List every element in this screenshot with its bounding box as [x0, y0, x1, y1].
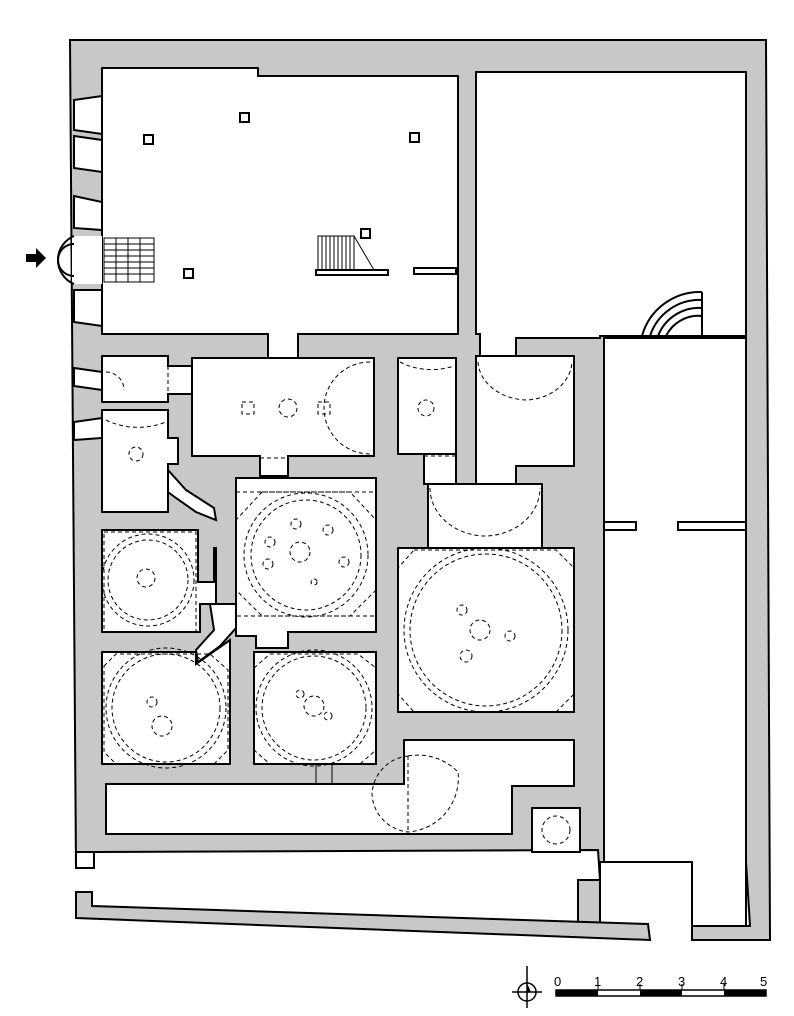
feature-square-1: [241, 401, 255, 415]
room-east-dome: [397, 547, 575, 713]
partition-stub-east-1: [603, 521, 637, 531]
corner-stub: [75, 851, 95, 869]
south-boundary-wall: [75, 891, 652, 942]
staircase-west: [103, 237, 155, 283]
entrance-arrow: [26, 248, 46, 268]
basin-small-3: [541, 815, 571, 845]
dome-southwest: [103, 647, 229, 769]
feature-circle-1: [278, 398, 298, 418]
scale-label-3: 3: [678, 974, 685, 989]
room-central-dome: [235, 477, 377, 649]
window-splay-3: [73, 194, 103, 232]
door-swing-5: [477, 361, 573, 401]
room-small-southeast: [531, 807, 581, 853]
pillar-5: [183, 268, 194, 279]
scale-label-5: 5: [760, 974, 767, 989]
basin-small-2: [128, 446, 144, 462]
room-south-corridor: [105, 739, 575, 835]
room-east-corridor: [603, 337, 747, 927]
partition-stub-east-2: [677, 521, 747, 531]
room-east-dome-antechamber: [427, 483, 543, 549]
door-swing-1: [105, 371, 125, 391]
north-compass-icon: [512, 966, 542, 1008]
window-splay-6: [73, 416, 103, 442]
dome-west-1: [101, 531, 197, 633]
staircase-center: [315, 235, 389, 276]
scale-label-4: 4: [720, 974, 727, 989]
door-swing-6: [429, 487, 541, 537]
dome-central: [235, 491, 377, 618]
window-splay-2: [73, 134, 103, 174]
window-splay-1: [73, 94, 103, 136]
spiral-stair-northeast: [641, 290, 703, 337]
pillar-3: [409, 132, 420, 143]
pillar-4: [360, 228, 371, 239]
west-entrance-niche: [72, 236, 102, 284]
diagonal-passage: [167, 467, 218, 522]
dome-south: [253, 649, 377, 767]
door-swing-4: [399, 361, 455, 371]
scale-label-2: 2: [636, 974, 643, 989]
hall-partition: [413, 267, 457, 275]
entrance-threshold-arc-inner: [57, 243, 75, 277]
pillar-1: [143, 134, 154, 145]
room-small-west-2: [101, 409, 179, 513]
room-main-hall: [101, 67, 459, 359]
basin-small-1: [417, 399, 435, 417]
threshold-north: [423, 453, 457, 485]
window-splay-4: [73, 289, 103, 328]
dome-east: [397, 547, 575, 713]
scale-label-0: 0: [554, 974, 561, 989]
door-swing-3: [323, 361, 371, 455]
room-west-dome-1: [101, 529, 217, 633]
room-south-dome: [253, 651, 377, 765]
door-ticks: [167, 366, 456, 784]
room-small-north: [397, 357, 457, 455]
room-east-passage: [475, 355, 575, 485]
window-splay-5: [73, 366, 103, 392]
door-swing-7: [371, 754, 459, 833]
room-northeast: [475, 71, 747, 357]
room-southwest-dome: [101, 638, 231, 765]
scale-bar: 0 1 2 3 4 5: [554, 974, 767, 997]
door-swing-2: [105, 419, 167, 428]
scale-label-1: 1: [594, 974, 601, 989]
pillar-2: [239, 112, 250, 123]
feature-square-2: [317, 401, 331, 415]
